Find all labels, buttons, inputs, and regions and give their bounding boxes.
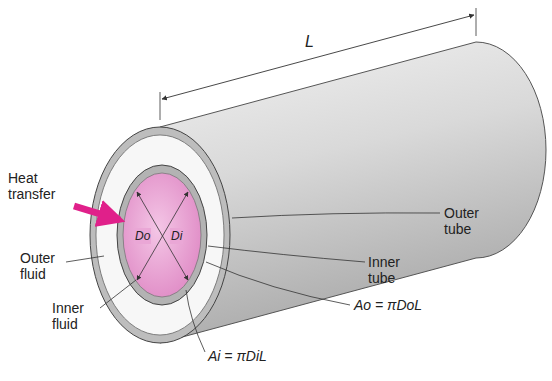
leader-line [208,246,365,262]
part-label: Inner fluid [52,300,98,332]
dimension-line [162,15,474,99]
extension-line [476,8,477,36]
part-label: Inner tube [368,254,428,286]
leader-line [100,280,136,308]
outer-fluid-annulus [96,135,224,335]
inner-fluid [123,173,201,297]
heat-transfer-label: Heat transfer [8,170,70,202]
leader-line [186,290,205,352]
diameter-label: Di [170,228,183,244]
extension-line [160,92,161,120]
leader-line [232,213,440,218]
leader-line [66,256,104,262]
part-label: Outer tube [444,205,504,237]
dimension-label: L [305,34,314,50]
part-label: Outer fluid [20,250,66,282]
outer-tube-wall [90,127,230,343]
area-formula: Ao = πDoL [354,297,422,313]
diameter-label: Do [134,228,151,244]
leader-line [206,262,350,305]
area-formula: Ai = πDiL [208,348,267,364]
heat-arrow [74,206,120,220]
